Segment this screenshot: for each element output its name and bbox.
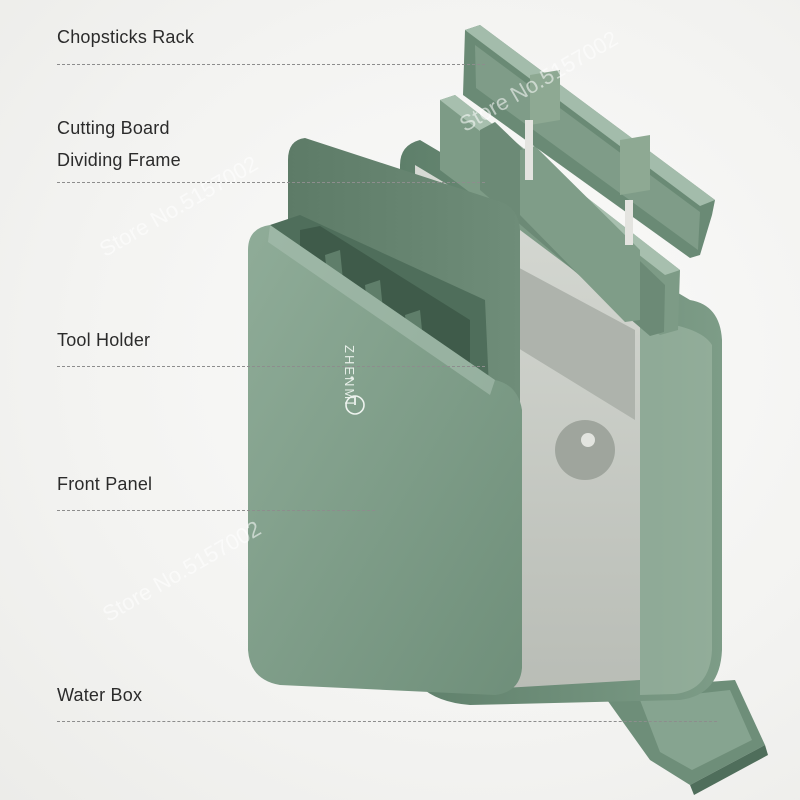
label-front-panel: Front Panel (57, 474, 153, 494)
leader-line (57, 366, 485, 367)
leader-line (57, 64, 485, 65)
power-icon[interactable] (345, 395, 365, 415)
label-dividing-frame: Dividing Frame (57, 150, 181, 170)
leader-line (57, 510, 375, 511)
leader-line (57, 721, 717, 722)
brand-text: ZHENMI (342, 345, 357, 407)
front-panel: ZHENMI (248, 225, 522, 695)
label-water-box: Water Box (57, 685, 143, 705)
cutting-board-dividing-frame (440, 95, 680, 336)
label-chopsticks-rack: Chopsticks Rack (57, 27, 195, 47)
label-cutting-board: Cutting Board (57, 118, 170, 138)
label-tool-holder: Tool Holder (57, 330, 151, 350)
water-box (600, 680, 768, 795)
chopsticks-rack (463, 25, 715, 258)
leader-line (57, 182, 485, 183)
